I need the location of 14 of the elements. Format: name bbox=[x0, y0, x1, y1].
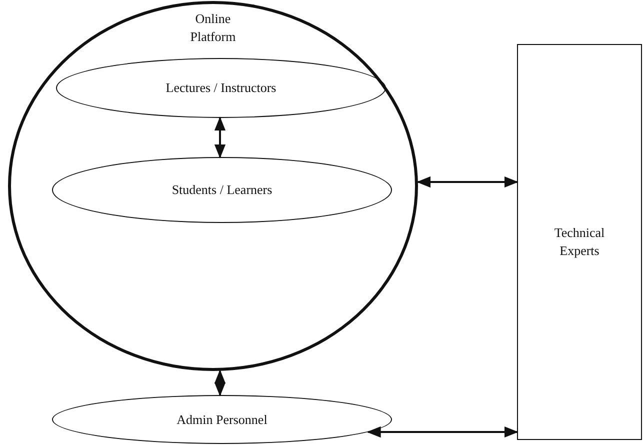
double-arrow bbox=[214, 370, 226, 396]
double-arrow bbox=[416, 176, 518, 188]
role-ellipse bbox=[52, 157, 392, 223]
double-arrow bbox=[214, 116, 226, 158]
role-ellipse bbox=[56, 58, 386, 118]
node-label: Lectures / Instructors bbox=[166, 79, 276, 97]
role-ellipse bbox=[52, 395, 392, 444]
node-label: Students / Learners bbox=[172, 181, 272, 199]
node-label: Technical Experts bbox=[553, 224, 606, 260]
platform-ellipse bbox=[8, 1, 418, 371]
expert-box bbox=[517, 44, 642, 440]
node-label: Admin Personnel bbox=[176, 410, 268, 428]
double-arrow bbox=[366, 426, 518, 438]
node-label: Online Platform bbox=[189, 10, 237, 46]
